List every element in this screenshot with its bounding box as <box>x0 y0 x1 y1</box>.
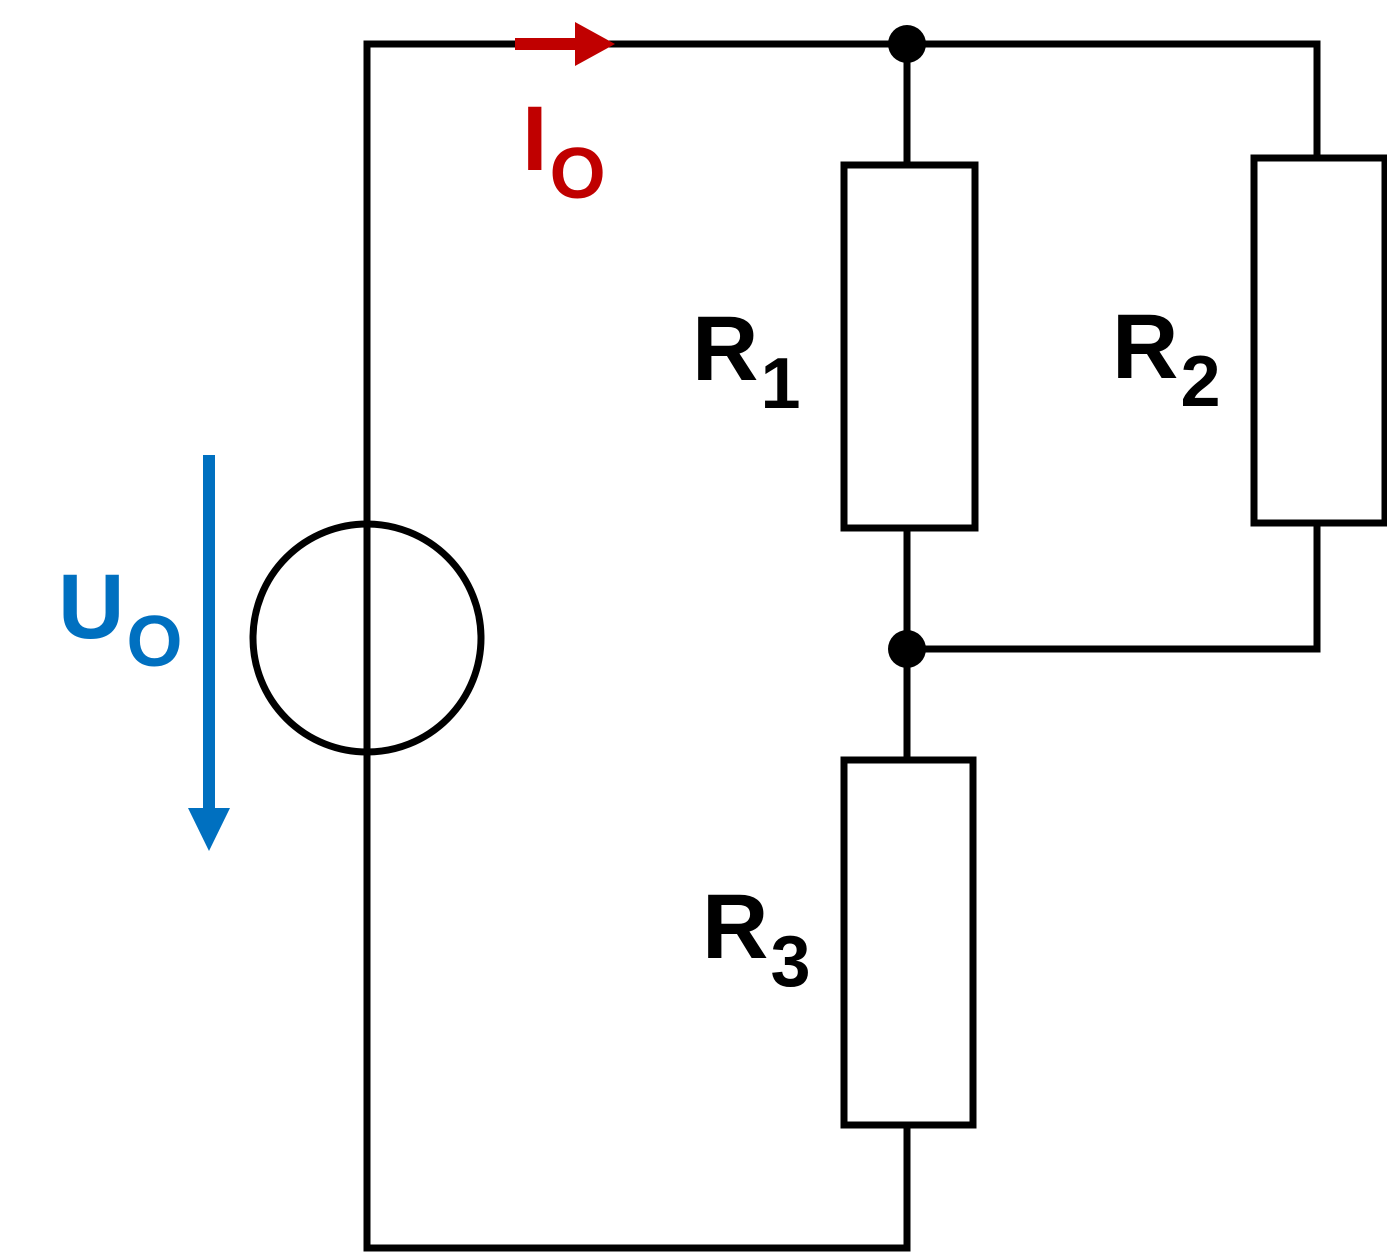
resistor-r1-label: R1 <box>692 298 801 424</box>
current-arrow <box>515 22 615 66</box>
resistor-r2 <box>1250 154 1387 527</box>
junction-top <box>888 25 926 63</box>
junction-middle <box>888 630 926 668</box>
voltage-label: UO <box>58 556 182 682</box>
voltage-arrow <box>188 455 230 851</box>
voltage-source <box>249 520 485 756</box>
resistor-r3 <box>840 756 977 1129</box>
resistor-r3-label: R3 <box>702 876 811 1002</box>
resistor-r2-label: R2 <box>1112 296 1221 422</box>
current-label: IO <box>522 88 606 214</box>
resistor-r1 <box>840 161 979 532</box>
